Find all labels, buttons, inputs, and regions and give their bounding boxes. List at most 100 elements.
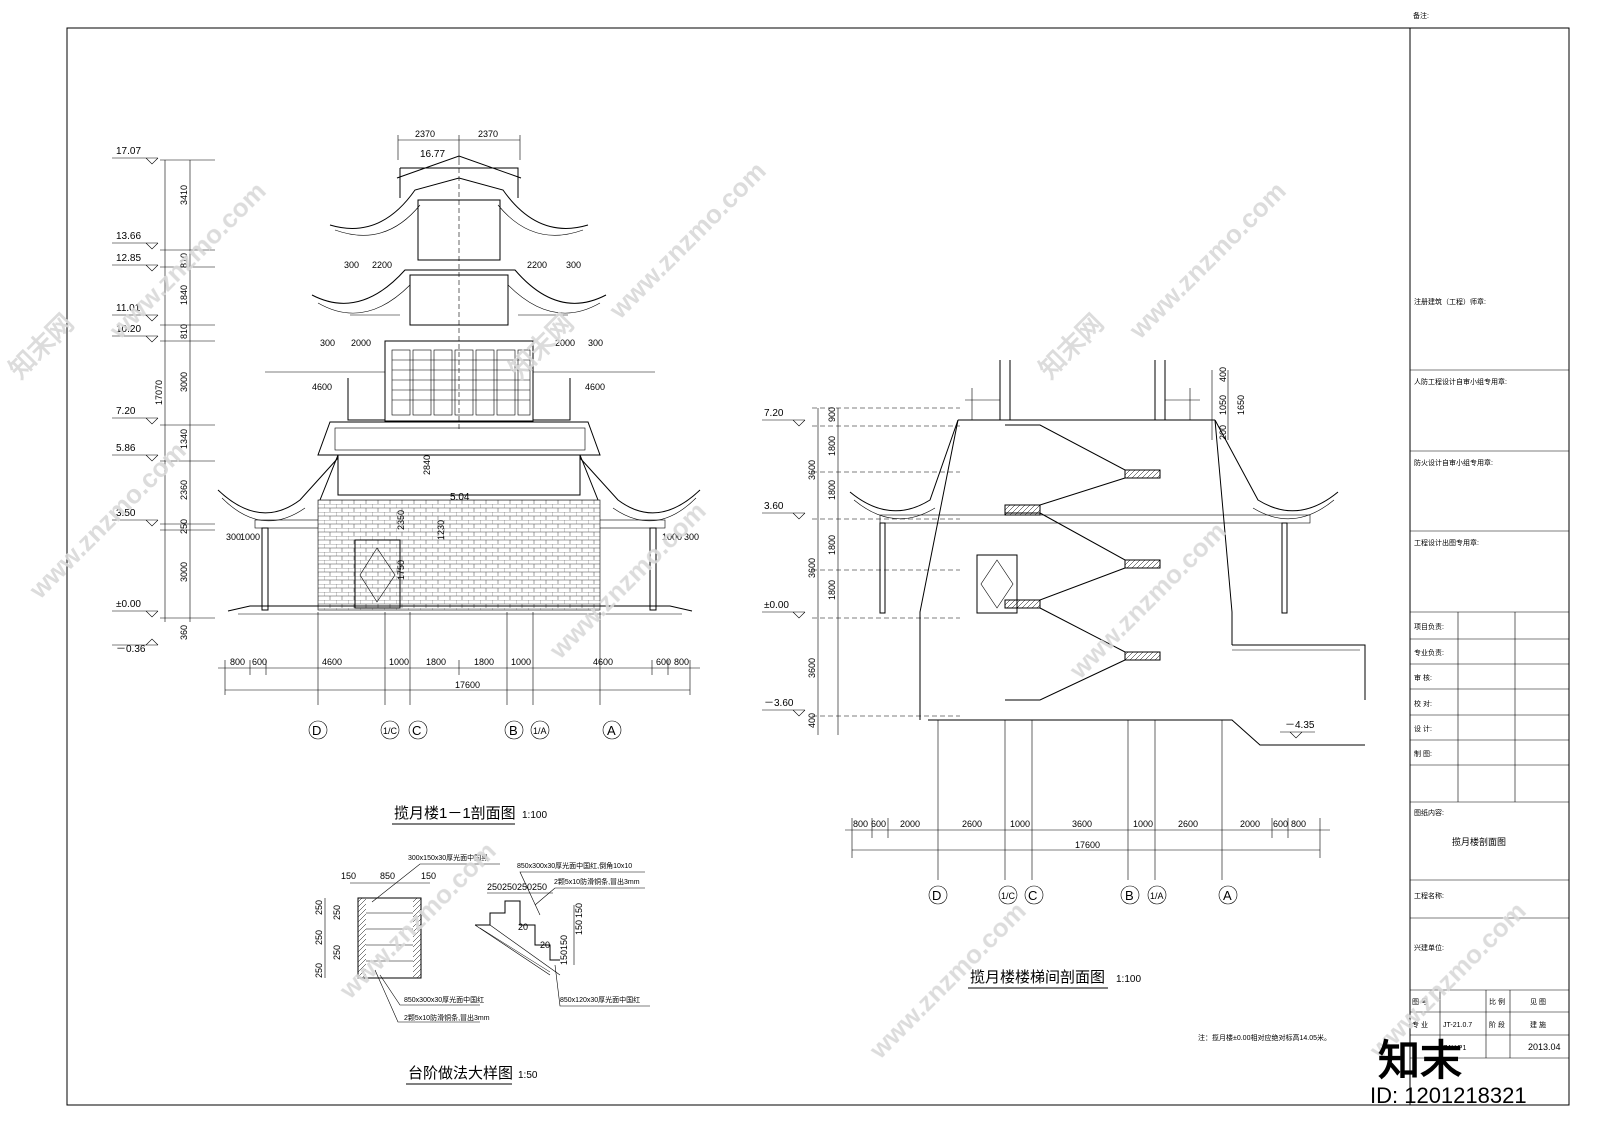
- label-watermark-site: www.znzmo.com: [1122, 176, 1291, 345]
- label-section_1-vertical_dims-6: 2360: [179, 480, 189, 500]
- label-section_2-bottom_dims-7: 2600: [1178, 819, 1198, 829]
- label-watermark-site: www.znzmo.com: [22, 436, 191, 605]
- label-section_1-eave_dims-13: 300: [684, 532, 699, 542]
- label-section_1-vertical_dims-4: 3000: [179, 372, 189, 392]
- label-section_1-bottom_dims-9: 800: [674, 657, 689, 667]
- label-title_block-meta-8: 2013.04: [1528, 1042, 1561, 1052]
- label-detail-stair_dims-9: 20: [540, 940, 550, 950]
- section1-title: 揽月楼1－1剖面图: [394, 805, 516, 822]
- label-detail-plan_dims-5: 250: [314, 963, 324, 978]
- label-section_1-bottom_dims-7: 4600: [593, 657, 613, 667]
- label-section_1-eave_dims-5: 2000: [351, 338, 371, 348]
- label-section_1-top_dims-0: 2370: [415, 129, 435, 139]
- label-section_2-bottom_dims-10: 800: [1291, 819, 1306, 829]
- label-title_block-client_label: 兴建单位:: [1414, 943, 1444, 952]
- level-10.20: 10.20: [116, 324, 141, 335]
- title-block: 注册建筑（工程）师章: 人防工程设计自审小组专用章: 防火设计自审小组专用章: …: [1410, 297, 1569, 1059]
- level-0.00: ±0.00: [116, 599, 141, 610]
- level-11.01: 11.01: [116, 303, 141, 314]
- label-section_2-rail_dims-3: 1650: [1236, 395, 1246, 415]
- note-red-riser: 850x120x30厚光面中国红: [560, 995, 640, 1004]
- label-detail-plan_dims-3: 250: [314, 900, 324, 915]
- label-section_1-bottom_dims-3: 1000: [389, 657, 409, 667]
- axis-B: B: [509, 723, 518, 738]
- label-section_1-eave_dims-8: 4600: [312, 382, 332, 392]
- level-13.66: 13.66: [116, 231, 141, 242]
- stair-level-3.60: 3.60: [764, 501, 784, 512]
- axis-1A: 1/A: [533, 726, 547, 736]
- level-5.86: 5.86: [116, 443, 136, 454]
- label-section_2-vertical_dims-3: 1800: [827, 480, 837, 500]
- label-section_2-bottom_dims-2: 2000: [900, 819, 920, 829]
- label-section_1-vertical_dims-0: 3410: [179, 185, 189, 205]
- label-title_block-staff-0: 项目负责:: [1414, 622, 1444, 631]
- label-section_2-axes-1: 1/C: [1001, 891, 1016, 901]
- stair-level-7.20: 7.20: [764, 408, 784, 419]
- detail-title: 台阶做法大样图: [408, 1065, 513, 1082]
- label-section_1-vertical_dims-14: 2350: [396, 510, 406, 530]
- label-section_1-eave_dims-3: 300: [566, 260, 581, 270]
- label-section_2-axes-2: C: [1028, 888, 1037, 903]
- label-title_block-meta-2: 比 例: [1489, 997, 1505, 1006]
- label-section_1-bottom_dims-5: 1800: [474, 657, 494, 667]
- label-section_2-axes-5: A: [1223, 888, 1232, 903]
- label-section_1-eave_dims-11: 1000: [240, 532, 260, 542]
- outer-frame: [66, 27, 1570, 1106]
- label-section_2-bottom_dims-5: 3600: [1072, 819, 1092, 829]
- window-panels: [391, 349, 531, 416]
- label-title_block-staff-2: 审 核:: [1414, 673, 1432, 682]
- label-section_2-axes-4: 1/A: [1150, 891, 1164, 901]
- label-title_block-project_label: 工程名称:: [1414, 891, 1444, 900]
- drawing-name: 揽月楼剖面图: [1452, 836, 1506, 847]
- label-title_block-rows-0: 注册建筑（工程）师章:: [1414, 297, 1486, 306]
- label-section_2-bottom_dims-9: 600: [1273, 819, 1288, 829]
- axis-A: A: [607, 723, 616, 738]
- level-5.04: 5.04: [450, 492, 470, 503]
- note-red-tread-chamfer: 850x300x30厚光面中国红,倒角10x10: [517, 861, 632, 870]
- stair-level-0.00: ±0.00: [764, 600, 789, 611]
- label-section_1-eave_dims-7: 300: [588, 338, 603, 348]
- label-section_1-bottom_dims-6: 1000: [511, 657, 531, 667]
- label-section_1-vertical_dims-8: 3000: [179, 562, 189, 582]
- label-detail-plan_dims-4: 250: [314, 930, 324, 945]
- note-black-tread: 300x150x30厚光面中国黑: [408, 853, 488, 862]
- label-detail-stair_dims-6: 150: [559, 935, 569, 950]
- label-title_block-rows-1: 人防工程设计自审小组专用章:: [1414, 377, 1507, 386]
- level-12.85: 12.85: [116, 253, 141, 264]
- label-section_1-eave_dims-4: 300: [320, 338, 335, 348]
- label-section_2-vertical_dims-1: 1800: [827, 436, 837, 456]
- label-title_block-meta-0: 图 号: [1412, 998, 1428, 1006]
- label-detail-stair_dims-8: 20: [518, 922, 528, 932]
- label-detail-plan_dims-7: 250: [332, 945, 342, 960]
- remark-label: 备注:: [1413, 11, 1429, 20]
- level-3.50: 3.50: [116, 508, 136, 519]
- label-section_2-vertical_dims-5: 3600: [807, 558, 817, 578]
- label-watermark-cn: 知末网: [3, 308, 79, 384]
- axis-C: C: [412, 723, 421, 738]
- stair-level-minus-4.35: －4.35: [1285, 720, 1315, 731]
- label-section_1-vertical_dims-10: 17070: [154, 380, 164, 405]
- label-section_1-vertical_dims-13: 1230: [436, 520, 446, 540]
- level-17.07: 17.07: [116, 146, 141, 157]
- watermark-id: ID: 1201218321: [1370, 1083, 1527, 1108]
- label-section_1-vertical_dims-2: 1840: [179, 285, 189, 305]
- section-1-drawing: 17.07 13.66 12.85 11.01 10.20 7.20 5.86 …: [112, 129, 701, 825]
- stair-level-minus-3.60: －3.60: [764, 698, 794, 709]
- watermark-logo: 知末: [1378, 1037, 1462, 1084]
- label-section_2-bottom_dims-4: 1000: [1010, 819, 1030, 829]
- label-detail-stair_dims-7: 150: [559, 950, 569, 965]
- label-section_2-axes-0: D: [932, 888, 941, 903]
- level-7.20: 7.20: [116, 406, 136, 417]
- label-title_block-rows-2: 防火设计自审小组专用章:: [1414, 458, 1493, 467]
- label-section_1-bottom_dims-0: 800: [230, 657, 245, 667]
- note-antislip-2: 2颗5x10防滑铜条,冒出3mm: [404, 1013, 490, 1022]
- label-section_1-vertical_dims-5: 1340: [179, 429, 189, 449]
- label-detail-plan_dims-1: 850: [380, 871, 395, 881]
- section-stair-drawing: 7.20 3.60 ±0.00 －3.60 900 1800 3600 1800…: [762, 360, 1366, 989]
- label-section_1-vertical_dims-1: 810: [179, 253, 189, 268]
- label-section_1-eave_dims-0: 300: [344, 260, 359, 270]
- label-section_1-eave_dims-12: 1000: [662, 532, 682, 542]
- label-section_1-eave_dims-9: 4600: [585, 382, 605, 392]
- label-title_block-meta-6: 阶 段: [1489, 1020, 1505, 1029]
